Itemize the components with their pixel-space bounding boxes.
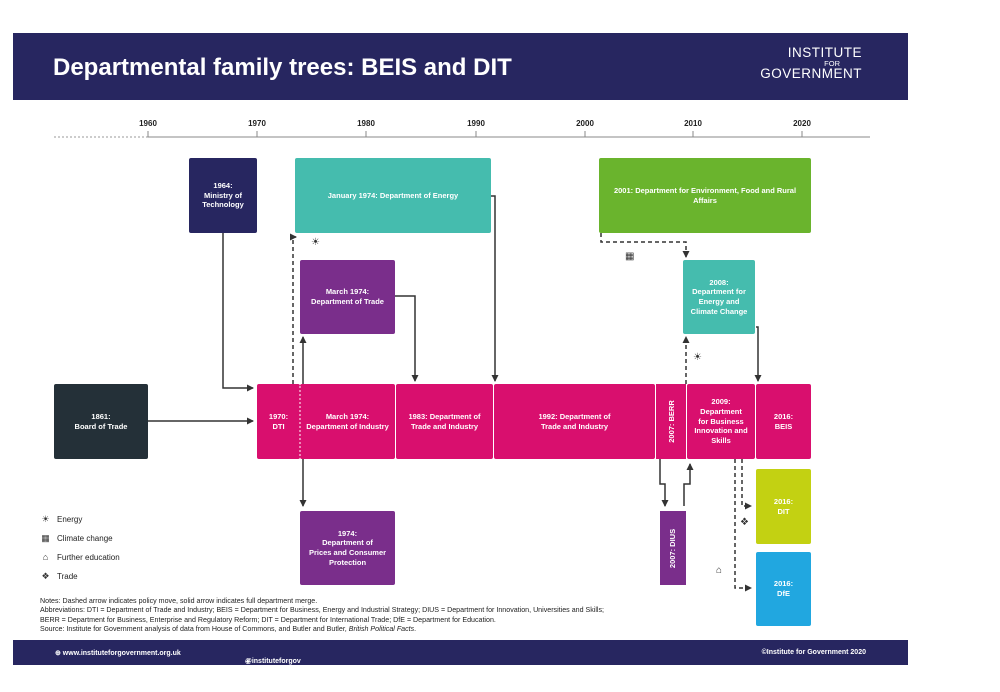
logo-line2: FOR [824, 58, 840, 68]
arrow-defra-to-decc [600, 233, 690, 258]
box-dti-1983: 1983: Department of Trade and Industry [396, 384, 493, 459]
box-berr: 2007: BERR [656, 384, 686, 459]
notes-line: BERR = Department for Business, Enterpri… [40, 615, 496, 624]
legend-label: Energy [57, 515, 83, 524]
handshake-icon: ❖ [740, 517, 749, 528]
legend-label: Trade [57, 572, 78, 581]
lightbulb-icon: ☀ [41, 514, 50, 524]
legend-label: Further education [57, 552, 120, 562]
notes-line: Notes: Dashed arrow indicates policy mov… [40, 597, 318, 605]
year-label: 2000 [576, 119, 594, 128]
year-label: 2020 [793, 119, 811, 128]
box-defra: 2001: Department for Environment, Food a… [599, 158, 811, 233]
box-department-of-energy: January 1974: Department of Energy [295, 158, 491, 233]
arrow-bis-to-dfe [734, 459, 752, 592]
source-text: Source: Institute for Government analysi… [40, 625, 349, 634]
box-department-of-industry: March 1974: Department of Industry [300, 384, 395, 459]
arrow-dius-to-bis [683, 463, 694, 506]
year-label: 2010 [684, 119, 702, 128]
arrow-dti-to-energy [290, 233, 297, 384]
logo-line1: INSTITUTE [787, 45, 862, 60]
box-ministry-of-technology: 1964: Ministry of Technology [189, 158, 257, 233]
box-dti-1970: 1970: DTI [257, 384, 300, 459]
twitter-handle: @instituteforgov [245, 658, 301, 665]
box-dfe: 2016: DfE [756, 552, 811, 626]
header-banner: Departmental family trees: BEIS and DIT … [13, 33, 908, 100]
mortarboard-icon: ⌂ [716, 565, 723, 576]
legend-label: Climate change [57, 534, 113, 543]
legend-item-energy: ☀ Energy [40, 514, 82, 525]
climate-icon: ▦ [625, 251, 635, 262]
arrow-decc-to-beis [754, 326, 762, 382]
notes: Notes: Dashed arrow indicates policy mov… [40, 597, 920, 635]
legend-item-education: ⌂ Further education [40, 552, 120, 562]
timeline-axis [54, 131, 870, 138]
box-dit: 2016: DIT [756, 469, 811, 544]
mortarboard-icon: ⌂ [42, 552, 49, 562]
lightbulb-icon: ☀ [693, 352, 702, 363]
handshake-icon: ❖ [41, 571, 50, 581]
box-decc: 2008: Department for Energy and Climate … [683, 260, 755, 334]
year-label: 1980 [357, 119, 375, 128]
box-dius: 2007: DIUS [660, 511, 686, 585]
notes-source: Source: Institute for Government analysi… [40, 625, 920, 634]
box-bis: 2009: Department for Business Innovation… [687, 384, 755, 459]
box-department-of-trade: March 1974: Department of Trade [300, 260, 395, 334]
arrow-trade-to-dti1983 [395, 295, 419, 382]
legend-item-climate: ▦ Climate change [40, 533, 113, 544]
page-title: Departmental family trees: BEIS and DIT [53, 54, 512, 81]
arrow-berr-to-dius [659, 459, 669, 507]
arrow-mintech-to-dti [222, 233, 254, 392]
lightbulb-icon: ☀ [311, 237, 320, 248]
logo-line3: GOVERNMENT [760, 66, 862, 81]
dius-label: 2007: DIUS [668, 528, 678, 568]
berr-label: 2007: BERR [666, 400, 676, 443]
copyright: ©Institute for Government 2020 [761, 649, 866, 656]
source-title: British Political Facts [348, 625, 415, 634]
arrow-bis-to-dit [741, 459, 752, 510]
twitter-icon: ✦ [245, 659, 251, 666]
website-link[interactable]: ⊕ www.instituteforgovernment.org.uk [55, 650, 181, 657]
climate-icon: ▦ [41, 533, 50, 543]
year-label: 1960 [139, 119, 157, 128]
box-dti-1992: 1992: Department of Trade and Industry [494, 384, 655, 459]
box-prices-consumer-protection: 1974: Department of Prices and Consumer … [300, 511, 395, 585]
box-beis: 2016: BEIS [756, 384, 811, 459]
year-label: 1990 [467, 119, 485, 128]
box-board-of-trade: 1861: Board of Trade [54, 384, 148, 459]
footer: ⊕ www.instituteforgovernment.org.uk ✦ @i… [13, 640, 908, 666]
source-end: . [414, 625, 417, 634]
ifg-logo: INSTITUTE FOR GOVERNMENT [760, 46, 862, 81]
arrow-energy-to-dti1992 [491, 195, 499, 382]
year-label: 1970 [248, 119, 266, 128]
legend-item-trade: ❖ Trade [40, 571, 78, 582]
notes-line: Abbreviations: DTI = Department of Trade… [40, 606, 605, 615]
